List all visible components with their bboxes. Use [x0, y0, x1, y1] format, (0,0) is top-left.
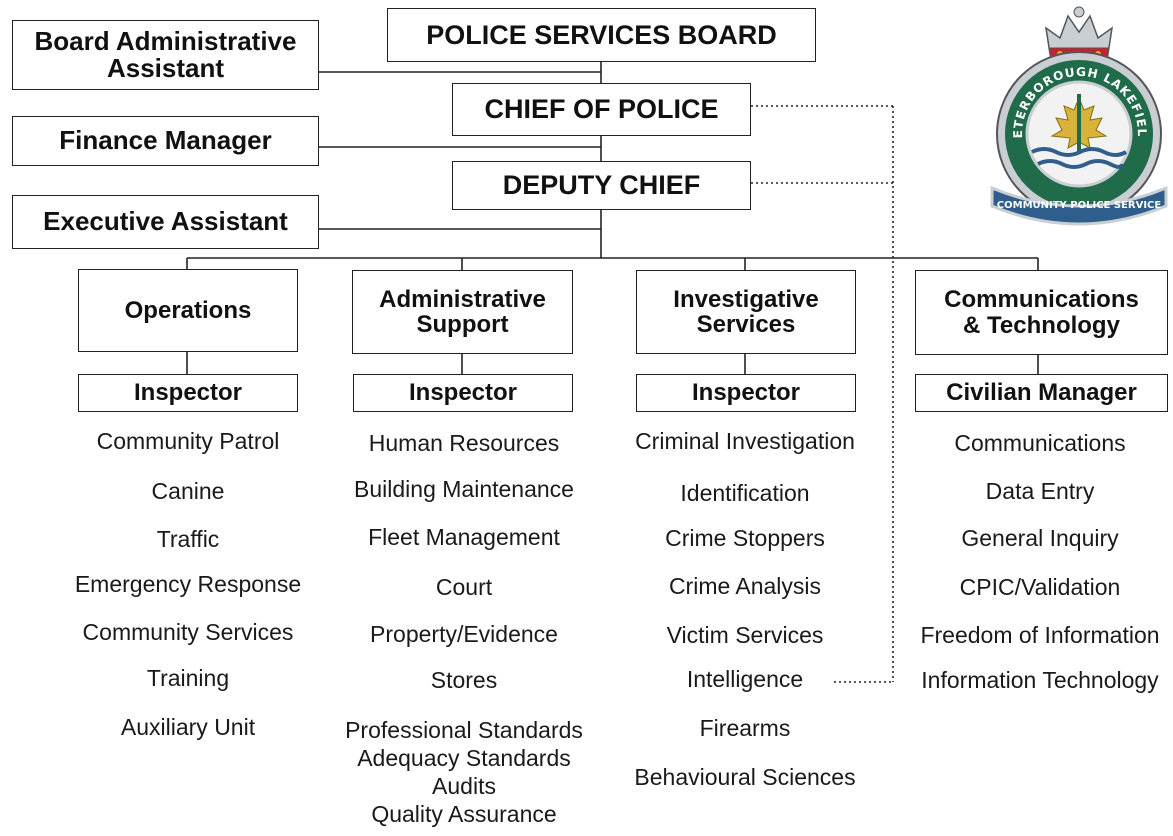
unit-item: Behavioural Sciences: [634, 764, 856, 790]
executive-assistant-label: Executive Assistant: [43, 206, 288, 237]
unit-item: Identification: [680, 480, 810, 506]
division-name-line2: & Technology: [963, 311, 1120, 339]
unit-item: Professional Standards: [345, 717, 583, 743]
unit-item: Intelligence: [686, 666, 804, 692]
finance-manager-box: Finance Manager: [12, 116, 319, 166]
unit-item: Traffic: [156, 526, 220, 552]
logo-banner-text: COMMUNITY POLICE SERVICE: [997, 200, 1162, 211]
lead-box-administrative-support: Inspector: [353, 374, 573, 412]
unit-item: Firearms: [699, 715, 791, 741]
board-admin-label-line1: Board Administrative: [34, 25, 297, 56]
deputy-chief-box: DEPUTY CHIEF: [452, 161, 751, 210]
unit-item: Victim Services: [666, 622, 824, 648]
division-box-administrative-support: Administrative Support: [352, 270, 573, 354]
chief-of-police-label: CHIEF OF POLICE: [484, 94, 719, 125]
unit-item: Auxiliary Unit: [120, 714, 256, 740]
unit-item: Data Entry: [985, 478, 1095, 504]
division-name-line1: Operations: [124, 296, 252, 324]
board-administrative-assistant-box: Board Administrative Assistant: [12, 20, 319, 90]
unit-item: Adequacy Standards: [357, 745, 571, 771]
unit-item: Criminal Investigation: [635, 428, 855, 454]
executive-assistant-box: Executive Assistant: [12, 195, 319, 249]
lead-box-investigative-services: Inspector: [636, 374, 856, 412]
unit-item: General Inquiry: [961, 525, 1119, 551]
lead-label: Inspector: [133, 379, 243, 407]
unit-item: Fleet Management: [368, 524, 560, 550]
division-name-line1: Investigative: [673, 285, 819, 313]
unit-item: Community Patrol: [96, 428, 280, 454]
unit-item: Human Resources: [368, 430, 560, 456]
unit-item: Quality Assurance: [371, 801, 557, 827]
unit-item: Canine: [151, 478, 225, 504]
chief-of-police-box: CHIEF OF POLICE: [452, 83, 751, 136]
unit-item: Communications: [954, 430, 1126, 456]
unit-item: Community Services: [82, 619, 294, 645]
unit-item: Training: [146, 665, 230, 691]
unit-item: Emergency Response: [74, 571, 302, 597]
lead-label: Civilian Manager: [946, 379, 1137, 407]
finance-manager-label: Finance Manager: [59, 125, 272, 156]
lead-label: Inspector: [691, 379, 801, 407]
board-admin-label-line2: Assistant: [106, 53, 225, 83]
division-name-line2: Services: [696, 311, 796, 338]
unit-item: Stores: [430, 667, 498, 693]
police-services-board-box: POLICE SERVICES BOARD: [387, 8, 816, 62]
unit-item: CPIC/Validation: [959, 574, 1121, 600]
division-name-line1: Administrative: [379, 285, 546, 313]
lead-box-communications-technology: Civilian Manager: [915, 374, 1168, 412]
lead-box-operations: Inspector: [78, 374, 298, 412]
deputy-chief-label: DEPUTY CHIEF: [502, 170, 701, 201]
unit-item: Court: [435, 574, 493, 600]
police-services-board-label: POLICE SERVICES BOARD: [426, 19, 777, 50]
lead-label: Inspector: [408, 379, 518, 407]
unit-item: Crime Stoppers: [665, 525, 825, 551]
unit-item: Audits: [432, 773, 496, 799]
unit-item: Freedom of Information: [920, 622, 1160, 648]
division-box-communications-technology: Communications & Technology: [915, 270, 1168, 355]
division-box-operations: Operations: [78, 269, 298, 352]
division-name-line1: Communications: [944, 286, 1139, 314]
unit-item: Information Technology: [921, 667, 1159, 693]
unit-item: Property/Evidence: [370, 621, 558, 647]
unit-item: Crime Analysis: [668, 573, 822, 599]
police-crest-icon: PETERBOROUGH LAKEFIELD COMMUNITY POLICE …: [988, 2, 1168, 226]
division-box-investigative-services: Investigative Services: [636, 270, 856, 354]
unit-item: Building Maintenance: [354, 476, 574, 502]
division-name-line2: Support: [416, 311, 509, 338]
